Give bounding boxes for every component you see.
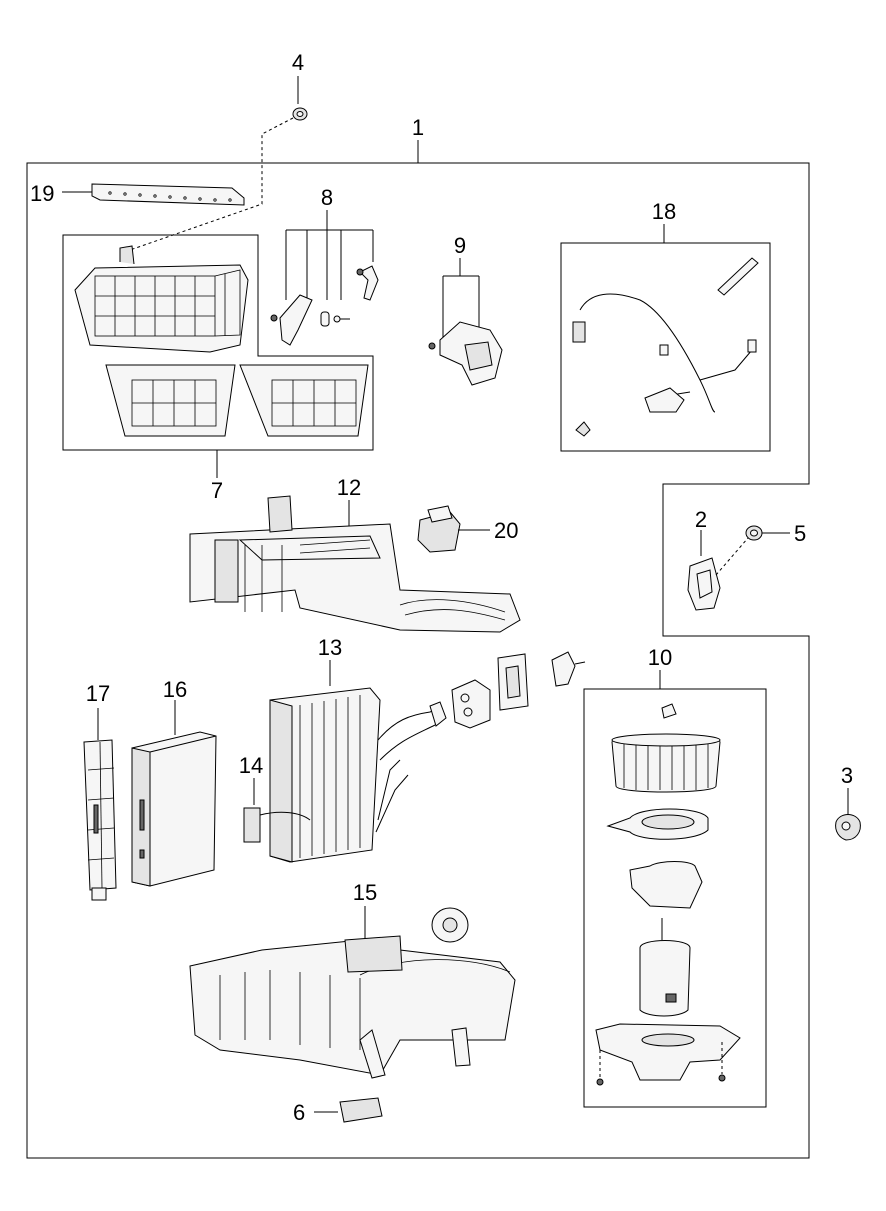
callout-6: 6 xyxy=(293,1100,305,1125)
callout-16: 16 xyxy=(163,677,187,702)
part-18-wiring-harness xyxy=(560,224,771,452)
callout-3: 3 xyxy=(841,763,853,788)
part-10-blower-kit xyxy=(583,670,767,1108)
part-17-filter-door xyxy=(83,708,117,901)
part-6-connector xyxy=(314,1097,383,1123)
part-3-grommet xyxy=(835,788,861,841)
callout-10: 10 xyxy=(648,645,672,670)
callout-17: 17 xyxy=(86,681,110,706)
callout-12: 12 xyxy=(337,475,361,500)
part-19-strip xyxy=(62,183,245,206)
callout-14: 14 xyxy=(239,753,263,778)
part-16-cabin-filter xyxy=(131,700,217,887)
assembly-frame xyxy=(26,162,810,1159)
callout-9: 9 xyxy=(454,233,466,258)
callout-13: 13 xyxy=(318,635,342,660)
callout-18: 18 xyxy=(652,199,676,224)
part-14-sensor xyxy=(243,778,311,843)
part-4-nut xyxy=(129,76,308,251)
part-9-actuator xyxy=(428,258,503,386)
callout-8: 8 xyxy=(321,185,333,210)
part-2-gasket xyxy=(687,530,749,611)
callout-15: 15 xyxy=(353,880,377,905)
part-15-lower-housing xyxy=(189,906,516,1079)
callout-5: 5 xyxy=(794,521,806,546)
callout-1: 1 xyxy=(412,115,424,140)
part-12-upper-housing xyxy=(189,495,521,633)
callout-7: 7 xyxy=(211,478,223,503)
part-20-resistor xyxy=(417,505,490,553)
callout-4: 4 xyxy=(292,50,304,75)
part-8-linkage xyxy=(270,210,379,346)
part-7-filter-case xyxy=(62,234,374,478)
callout-2: 2 xyxy=(695,507,707,532)
part-13-evaporator xyxy=(269,651,586,863)
callout-19: 19 xyxy=(30,181,54,206)
part-5-nut xyxy=(745,525,790,541)
callout-20: 20 xyxy=(494,518,518,543)
